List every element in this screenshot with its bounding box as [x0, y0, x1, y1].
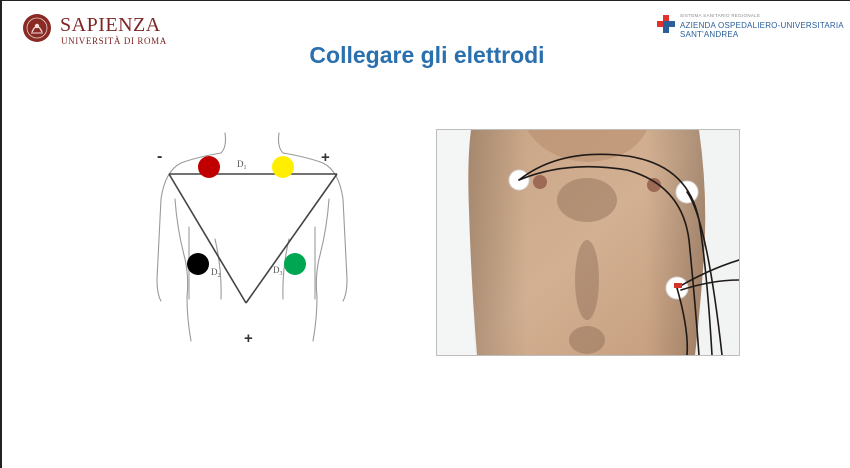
- university-name: SAPIENZA: [60, 15, 161, 35]
- hospital-name-line1: AZIENDA OSPEDALIERO-UNIVERSITARIA: [680, 21, 844, 30]
- plus-sign-bottom-label: +: [244, 330, 253, 344]
- minus-sign-label: -: [157, 148, 162, 165]
- electrode-yellow-icon: [272, 156, 294, 178]
- einthoven-triangle-diagram: - + + D1 D2 D3: [147, 119, 362, 344]
- slide-title: Collegare gli elettrodi: [2, 42, 850, 69]
- sapienza-logo-icon: [23, 14, 51, 42]
- electrode-black-icon: [187, 253, 209, 275]
- lead-d1-label: D1: [237, 159, 247, 171]
- plus-sign-right-label: +: [321, 149, 330, 166]
- electrode-green-icon: [284, 253, 306, 275]
- hospital-cross-icon: [657, 15, 675, 33]
- hospital-name-line2: SANT'ANDREA: [680, 30, 738, 39]
- chest-electrode-photo: [436, 129, 740, 356]
- lead-d2-label: D2: [211, 267, 221, 279]
- electrode-red-icon: [198, 156, 220, 178]
- hospital-system-label: SISTEMA SANITARIO REGIONALE: [680, 13, 760, 18]
- lead-d3-label: D3: [273, 265, 283, 277]
